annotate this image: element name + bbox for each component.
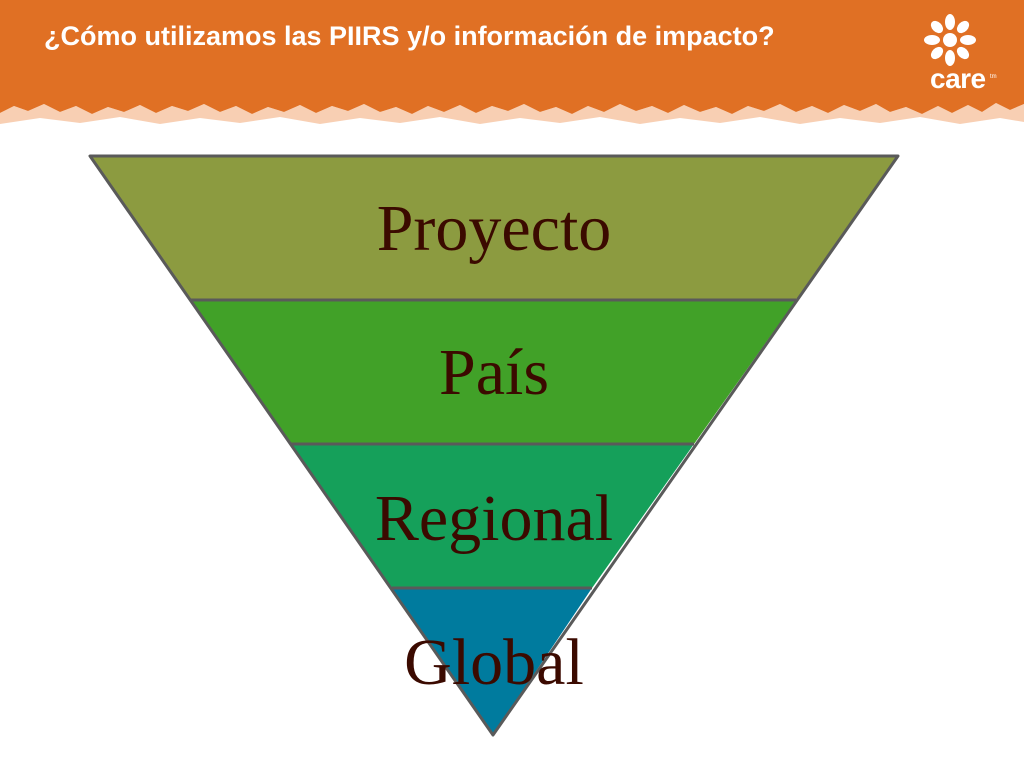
hands-circle-icon xyxy=(924,14,976,66)
care-logo-text: care xyxy=(930,63,986,94)
header-background xyxy=(0,0,1024,124)
care-logo-trademark: tm xyxy=(990,74,997,80)
pyramid-label-proyecto: Proyecto xyxy=(377,192,612,265)
care-logo: care tm xyxy=(922,14,1002,100)
pyramid-label-global: Global xyxy=(404,626,584,699)
pyramid-label-pais: País xyxy=(439,336,549,409)
pyramid-level-proyecto xyxy=(90,156,898,300)
pyramid-level-global xyxy=(392,588,592,735)
header-banner: ¿Cómo utilizamos las PIIRS y/o informaci… xyxy=(0,0,1024,130)
slide-title: ¿Cómo utilizamos las PIIRS y/o informaci… xyxy=(44,21,775,51)
pyramid-level-pais xyxy=(190,300,796,444)
pyramid-level-regional xyxy=(291,444,694,588)
pyramid-label-regional: Regional xyxy=(375,482,613,555)
